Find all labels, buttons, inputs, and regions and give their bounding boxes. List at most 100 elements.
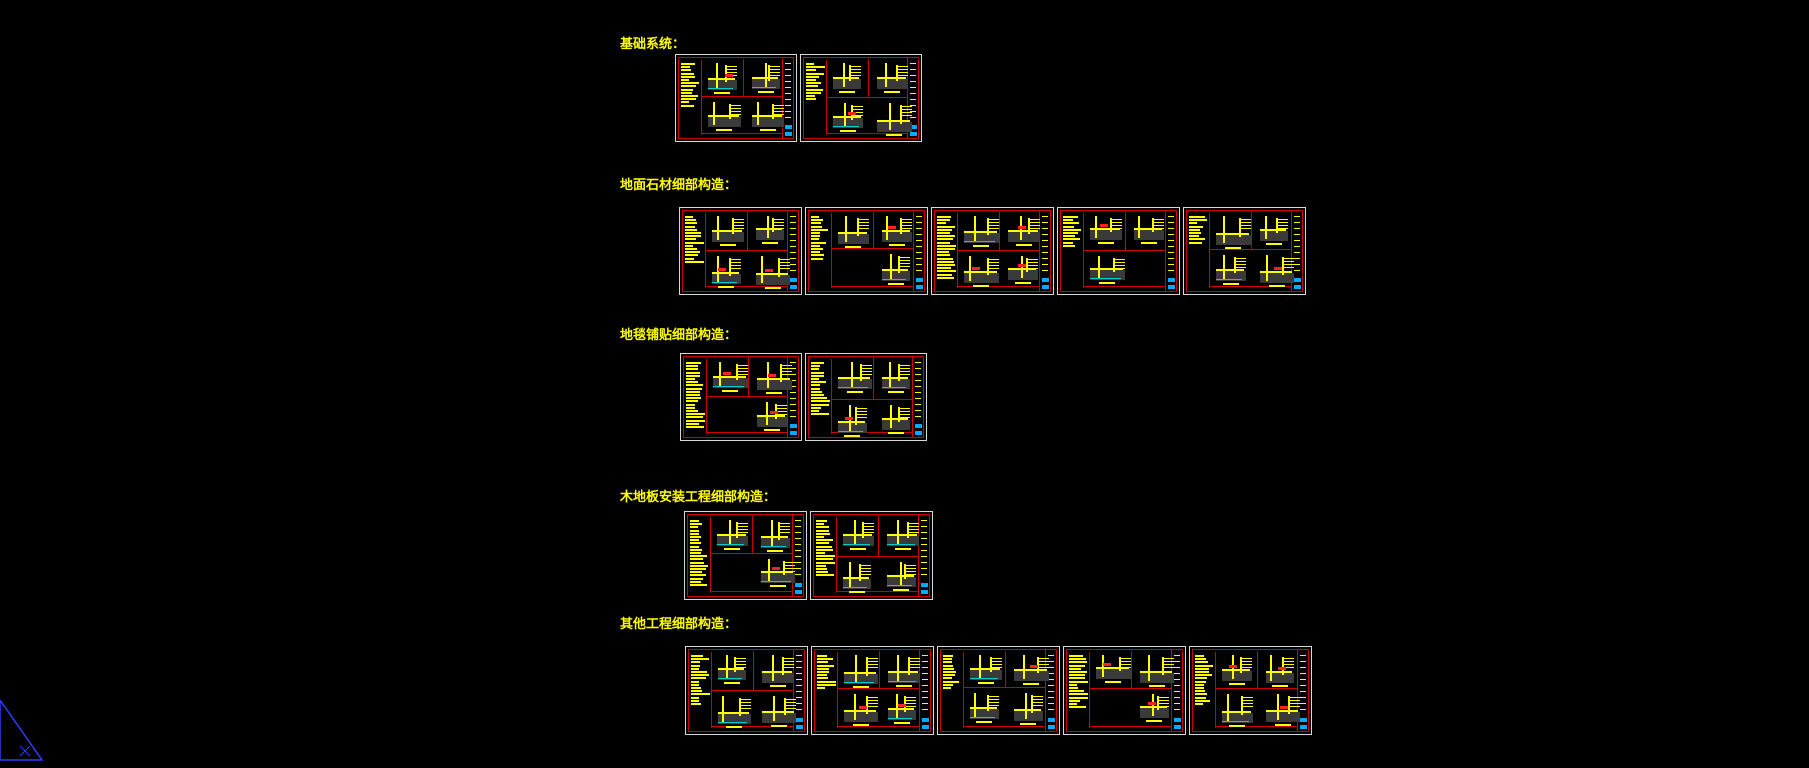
title-block-logo (1168, 278, 1175, 282)
detail-drawing (706, 61, 739, 94)
detail-note (906, 568, 916, 569)
sheet-frame (940, 649, 1057, 732)
detail-stroke (1266, 671, 1292, 673)
detail-caption (760, 129, 776, 131)
divider-line (832, 286, 913, 287)
notes-column (1062, 213, 1084, 288)
detail-caption (853, 724, 869, 726)
detail-stroke (1090, 268, 1123, 270)
note-line (811, 403, 829, 406)
title-block-line (910, 111, 916, 112)
note-line (690, 568, 706, 570)
detail-stroke (844, 682, 874, 683)
title-block-line (916, 252, 922, 253)
detail-stroke (1260, 271, 1292, 273)
detail-drawing (716, 653, 748, 684)
detail-drawing (1214, 214, 1253, 249)
detail-caption (1269, 285, 1285, 287)
note-line (686, 365, 698, 368)
drawing-sheet[interactable] (1057, 207, 1180, 295)
detail-stroke (782, 657, 784, 675)
detail-note (736, 664, 746, 665)
detail-drawing (710, 254, 743, 288)
title-block-line (790, 240, 796, 241)
drawing-sheet[interactable] (805, 207, 928, 295)
detail-stroke (1113, 258, 1115, 272)
detail-stroke (1026, 258, 1028, 272)
title-block-line (1042, 234, 1048, 235)
title-block-line (921, 526, 927, 527)
divider-line (753, 651, 754, 690)
note-line (690, 571, 702, 574)
detail-hatch (844, 712, 878, 722)
detail-stroke (888, 708, 914, 710)
detail-note (785, 562, 795, 563)
detail-hatch (756, 230, 784, 240)
note-line (1189, 225, 1203, 228)
drawing-sheet[interactable] (805, 353, 927, 441)
drawing-sheet[interactable] (931, 207, 1054, 295)
note-line (806, 63, 814, 65)
note-line (690, 577, 703, 580)
detail-stroke (729, 520, 731, 544)
note-line (937, 216, 951, 218)
detail-note (1243, 706, 1253, 707)
drawing-sheet[interactable] (811, 646, 934, 735)
detail-drawing (711, 360, 750, 392)
detail-caption (758, 91, 774, 93)
sheet-frame (683, 356, 799, 438)
drawing-sheet[interactable] (684, 511, 807, 600)
divider-line (1257, 651, 1258, 688)
notes-column (942, 652, 964, 728)
note-line (806, 98, 816, 101)
drawing-sheet[interactable] (679, 207, 802, 295)
title-block-logo (790, 285, 797, 289)
drawing-sheet[interactable] (1183, 207, 1306, 295)
drawing-sheet[interactable] (1189, 646, 1312, 735)
drawing-sheet[interactable] (675, 54, 797, 142)
note-line (806, 95, 815, 97)
note-line (816, 555, 835, 558)
note-line (806, 75, 819, 78)
note-line (1189, 241, 1202, 244)
detail-caption (722, 390, 738, 392)
note-line (691, 664, 700, 667)
detail-drawing (1088, 254, 1127, 284)
note-line (681, 63, 695, 65)
detail-stroke (838, 431, 863, 432)
title-block-line (922, 691, 928, 692)
drawing-sheet[interactable] (937, 646, 1060, 735)
detail-hatch (1090, 270, 1125, 280)
title-block (792, 514, 804, 597)
note-line (817, 655, 827, 657)
detail-stroke (784, 698, 786, 715)
detail-note (1115, 265, 1125, 266)
note-line (690, 552, 701, 554)
note-line (1189, 238, 1205, 241)
detail-stroke (833, 126, 859, 127)
title-block-line (1168, 216, 1174, 217)
drawing-sheet[interactable] (685, 646, 808, 735)
note-line (1063, 222, 1079, 225)
drawing-sheet[interactable] (1063, 646, 1186, 735)
detail-caption (724, 682, 740, 684)
note-line (1195, 683, 1204, 686)
detail-note (857, 417, 867, 418)
note-line (1063, 244, 1075, 247)
detail-drawing (880, 403, 912, 434)
drawing-sheet[interactable] (680, 353, 802, 441)
title-block-line (1048, 679, 1054, 680)
note-line (816, 574, 834, 577)
title-block-line (922, 703, 928, 704)
drawing-sheet[interactable] (810, 511, 933, 600)
detail-stroke (860, 364, 862, 381)
note-line (681, 101, 689, 104)
detail-hatch (1096, 669, 1131, 679)
divider-line (1210, 249, 1291, 250)
title-block-line (915, 392, 921, 393)
detail-stroke (765, 63, 767, 87)
detail-stroke (1148, 655, 1150, 681)
drawing-sheet[interactable] (800, 54, 922, 142)
note-line (681, 72, 694, 75)
detail-note (909, 526, 919, 527)
